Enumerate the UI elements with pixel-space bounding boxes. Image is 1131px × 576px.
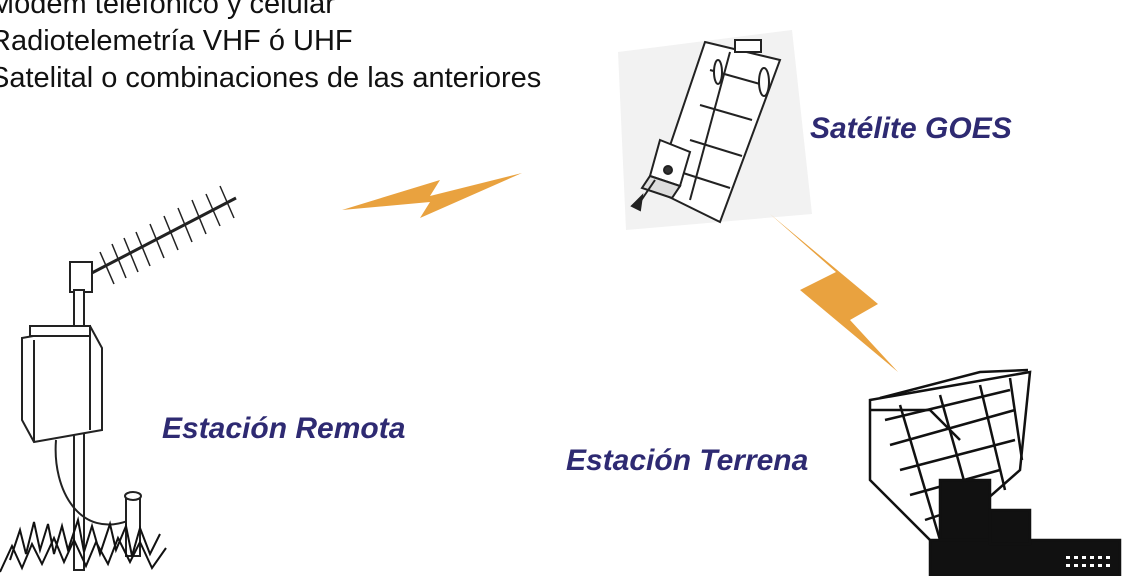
satellite-dish-illustration	[868, 368, 1122, 576]
signal-bolt-icon	[342, 173, 522, 218]
communication-options-list: Modem telefónico y celular Radiotelemetr…	[0, 0, 541, 97]
satellite-illustration	[618, 30, 812, 230]
antenna-station-illustration	[0, 185, 237, 573]
bullet-item: Modem telefónico y celular	[0, 0, 335, 20]
ground-station-label: Estación Terrena	[566, 444, 809, 477]
bullet-item: Radiotelemetría VHF ó UHF	[0, 25, 353, 57]
signal-bolt-icon	[770, 214, 898, 372]
bullet-item: Satelital o combinaciones de las anterio…	[0, 62, 542, 94]
satellite-label: Satélite GOES	[810, 112, 1012, 145]
remote-station-label: Estación Remota	[162, 412, 406, 445]
